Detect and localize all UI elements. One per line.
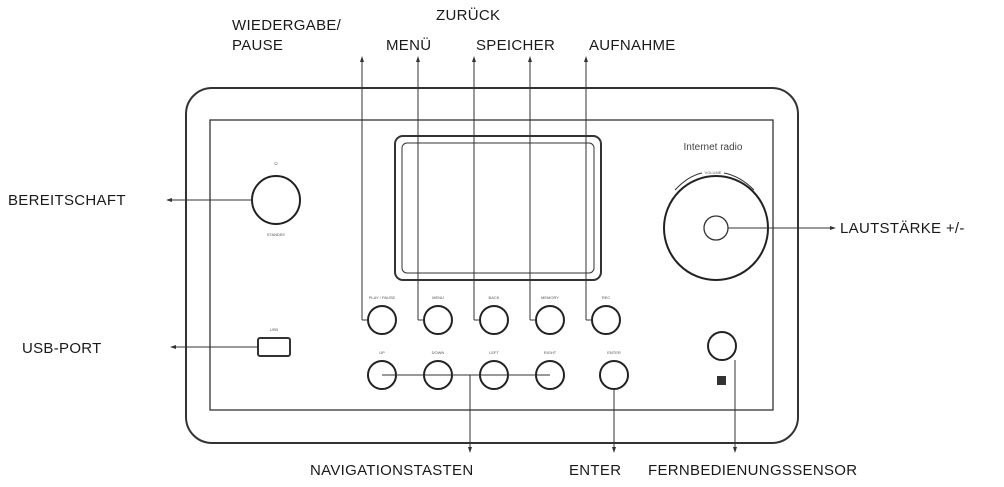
- callout-menu: MENÜ: [386, 36, 431, 54]
- callout-navigationstasten: NAVIGATIONSTASTEN: [310, 462, 473, 479]
- callout-wiedergabe-line1: WIEDERGABE/: [232, 17, 342, 34]
- display-window-inner: [401, 142, 595, 274]
- arrow-tip-usb: [170, 345, 176, 349]
- callout-bereitschaft: BEREITSCHAFT: [8, 192, 126, 209]
- button-caption-down: DOWN: [432, 350, 445, 355]
- standby-power-symbol: ⏻: [274, 161, 278, 166]
- callout-usb-port: USB-PORT: [22, 340, 102, 357]
- arrow-tip-enter: [612, 447, 616, 453]
- usb-port[interactable]: [257, 337, 291, 357]
- memory-button[interactable]: [535, 305, 565, 335]
- button-caption-menu: MENU: [432, 295, 444, 300]
- back-button[interactable]: [479, 305, 509, 335]
- display-window-outer: [394, 135, 602, 281]
- button-caption-right: RIGHT: [544, 350, 557, 355]
- rec-button[interactable]: [591, 305, 621, 335]
- arrow-tip-memory: [528, 56, 532, 62]
- device-inner-panel: [209, 119, 774, 411]
- enter-button[interactable]: [599, 360, 629, 390]
- volume-caption: VOLUME: [705, 170, 722, 175]
- callout-wiedergabe-line2: PAUSE: [232, 37, 283, 54]
- usb-port-caption: USB: [270, 327, 279, 332]
- button-caption-left: LEFT: [489, 350, 499, 355]
- brand-label: Internet radio: [684, 142, 743, 153]
- button-caption-enter: ENTER: [607, 350, 621, 355]
- standby-caption: STANDBY: [267, 232, 286, 237]
- callout-fernbedienungssensor: FERNBEDIENUNGSSENSOR: [648, 462, 857, 479]
- arrow-tip-standby: [166, 198, 172, 202]
- button-caption-back: BACK: [489, 295, 500, 300]
- remote-sensor: [707, 331, 737, 361]
- device-outer-frame: [185, 87, 799, 444]
- arrow-tip-menu: [416, 56, 420, 62]
- arrow-tip-remote-sensor: [733, 447, 737, 453]
- play-pause-button[interactable]: [367, 305, 397, 335]
- callout-zurueck: ZURÜCK: [436, 6, 500, 24]
- arrow-tip-volume: [830, 226, 836, 230]
- button-caption-play-pause: PLAY / PAUSE: [369, 295, 396, 300]
- callout-aufnahme: AUFNAHME: [589, 37, 676, 54]
- button-caption-up: UP: [379, 350, 385, 355]
- button-caption-memory: MEMORY: [541, 295, 559, 300]
- arrow-tip-rec: [584, 56, 588, 62]
- volume-arc-left-icon: [674, 172, 703, 191]
- remote-sensor-indicator: [717, 376, 726, 385]
- callout-speicher: SPEICHER: [476, 37, 555, 54]
- arrow-tip-back: [472, 56, 476, 62]
- arrow-tip-play-pause: [360, 56, 364, 62]
- arrow-tip-navigation: [468, 447, 472, 453]
- callout-enter: ENTER: [569, 462, 621, 479]
- button-caption-rec: REC: [602, 295, 611, 300]
- volume-arc-right-icon: [723, 172, 755, 191]
- standby-knob[interactable]: [251, 175, 301, 225]
- menu-button[interactable]: [423, 305, 453, 335]
- callout-lautstaerke: LAUTSTÄRKE +/-: [840, 220, 965, 237]
